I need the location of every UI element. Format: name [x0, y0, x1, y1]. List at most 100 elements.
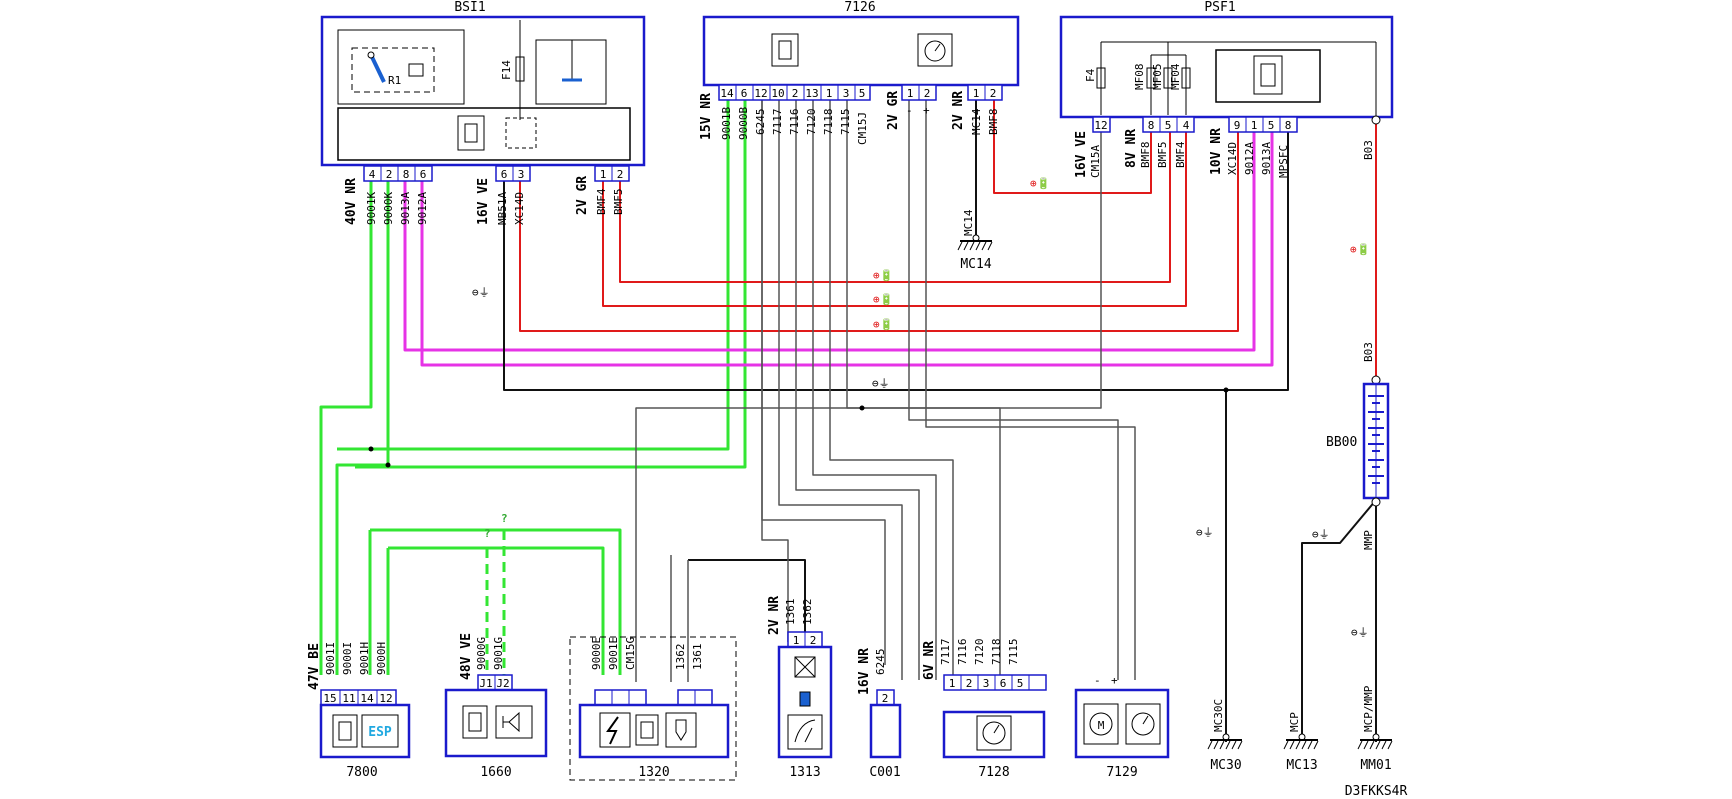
- connectors-7126: 14 6 12 10 2 13 1 3 5 1 2 1 2: [718, 84, 1003, 101]
- spec-label: 2V GR: [575, 176, 590, 215]
- chip-icon: [332, 714, 358, 748]
- pin: 1: [826, 87, 833, 100]
- pin: 6: [1000, 677, 1007, 690]
- pin: 5: [1165, 119, 1172, 132]
- sign-minus: -: [1094, 674, 1101, 687]
- wire-label: BMF4: [595, 188, 608, 215]
- pin: 15: [323, 692, 336, 705]
- pin: 5: [1017, 677, 1024, 690]
- wire-label: 9001G: [492, 637, 505, 670]
- wire-label: CM15A: [1089, 145, 1102, 178]
- module-7126: 7126: [702, 0, 1020, 87]
- ground-mc30: MC30C MC30: [1207, 699, 1243, 773]
- ground-symbol-icon: ⊖⏚: [1196, 526, 1214, 539]
- motor-letter: M: [1098, 719, 1105, 732]
- ground-symbol-icon: ⊖⏚: [872, 377, 890, 390]
- spec-label: 2V NR: [951, 91, 966, 130]
- injector-icon: [665, 712, 697, 748]
- pin: 3: [843, 87, 850, 100]
- ground-label: MC14: [960, 257, 991, 272]
- question-mark: ?: [501, 512, 508, 525]
- fuse-label: F4: [1084, 68, 1097, 82]
- fuse-label: MF04: [1169, 63, 1182, 90]
- spec-label: 16V VE: [1074, 131, 1089, 178]
- wire-label: 7120: [805, 109, 818, 136]
- wire-label: MCP/MMP: [1362, 685, 1375, 732]
- pin: J2: [496, 677, 509, 690]
- connector-psf-a: 12: [1092, 116, 1111, 133]
- labels-7126: 15V NR 9001B 9000B 6245 7117 7116 7120 7…: [699, 91, 1000, 145]
- wire-label: 9000K: [382, 192, 395, 225]
- sign-plus: +: [923, 104, 930, 117]
- connector-bsi-b: 6 3: [495, 165, 531, 182]
- wire-label: 9001H: [358, 642, 371, 675]
- red-wires: [519, 100, 1377, 384]
- pin: 2: [792, 87, 799, 100]
- wire-label: 1362: [801, 599, 814, 626]
- wire-label: 7115: [839, 109, 852, 136]
- ground-symbol-icon: ⊖⏚: [472, 286, 490, 299]
- pin: 1: [793, 634, 800, 647]
- component-1313: 2V NR 1361 1362 1 2 1313: [767, 596, 833, 780]
- green-wires: [319, 100, 747, 675]
- pin: 12: [754, 87, 767, 100]
- black-wires: [503, 100, 1377, 742]
- wire-label: 7118: [990, 639, 1003, 666]
- wire-label: 9013A: [1260, 142, 1273, 175]
- chip-icon: [457, 115, 485, 151]
- chip-icon: [1253, 55, 1283, 95]
- spec-label: 40V NR: [344, 178, 359, 225]
- connector-7126-c: 1 2: [967, 84, 1003, 101]
- wire-label: MC14: [970, 108, 983, 135]
- pin: 1: [907, 87, 914, 100]
- component-7129: - + M 7129: [1074, 674, 1170, 780]
- component-7128: 6V NR 7117 7116 7120 7118 7115 1 2 3 6 5…: [922, 639, 1047, 780]
- ground-label: MM01: [1360, 758, 1391, 773]
- wire-label: 7115: [1007, 639, 1020, 666]
- component-label: 7129: [1106, 765, 1137, 780]
- psf1-wire-labels: 16V VE CM15A 8V NR BMF8 BMF5 BMF4 10V NR…: [1074, 128, 1375, 178]
- pin: 6: [501, 168, 508, 181]
- connector-bsi-a: 4 2 8 6: [363, 165, 433, 182]
- pin: 14: [720, 87, 734, 100]
- wire-label: CM15J: [856, 112, 869, 145]
- wire-label: 9001I: [324, 642, 337, 675]
- wire-label: 1362: [674, 644, 687, 671]
- spec-label: 48V VE: [459, 633, 474, 680]
- wire-label: MB51A: [496, 192, 509, 225]
- spec-label: 16V VE: [476, 178, 491, 225]
- motor-icon: M: [1083, 703, 1119, 745]
- connector-psf-b: 8 5 4: [1142, 116, 1195, 133]
- sign-minus: -: [906, 104, 913, 117]
- bsi1-connectors: 4 2 8 6 6 3 1 2: [363, 165, 630, 182]
- component-label: 1320: [638, 765, 669, 780]
- pin: 6: [420, 168, 427, 181]
- symbols: ⊖⏚ ⊖⏚ ⊖⏚ ⊖⏚ ⊖⏚ ⊕🔋 ⊕🔋 ⊕🔋 ⊕🔋 ⊕🔋 ? ?: [472, 177, 1370, 639]
- wire-label: 7116: [788, 109, 801, 136]
- wire-label: MC30C: [1212, 699, 1225, 732]
- gauge-icon: [976, 715, 1012, 751]
- battery-plus-icon: ⊕🔋: [873, 318, 893, 331]
- pin: 1: [600, 168, 607, 181]
- wire-label: 9001B: [720, 107, 733, 140]
- sensor-icon: [794, 656, 816, 707]
- wire-label: BMF8: [987, 109, 1000, 136]
- pin: 1: [1251, 119, 1258, 132]
- spec-label: 2V GR: [886, 91, 901, 130]
- pin: 10: [771, 87, 784, 100]
- wire-label: 9000G: [475, 637, 488, 670]
- ground-mm01: MCP/MMP MM01: [1357, 685, 1393, 773]
- wire-label: B03: [1362, 342, 1375, 362]
- chip-icon: [771, 33, 799, 67]
- wire-label: 9012A: [1243, 142, 1256, 175]
- ground-symbol-icon: ⊖⏚: [1312, 528, 1330, 541]
- pin: 2: [882, 692, 889, 705]
- pin: 4: [369, 168, 376, 181]
- wire-label: 1361: [691, 644, 704, 671]
- spec-label: 8V NR: [1124, 129, 1139, 168]
- pin: 8: [403, 168, 410, 181]
- pin: J1: [479, 677, 492, 690]
- wire-label: 9000E: [590, 637, 603, 670]
- component-1320: 9000E 9001E CM15G 1362 1361 1320: [569, 636, 737, 781]
